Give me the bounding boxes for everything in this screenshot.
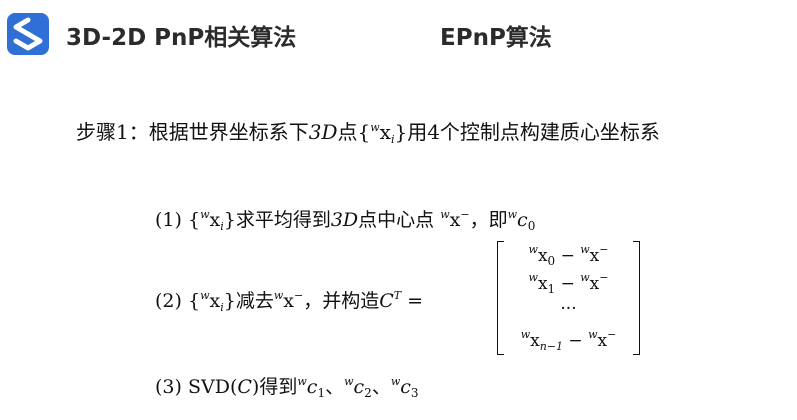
item-text: 得到 (259, 376, 298, 398)
math-sup-w: w (297, 375, 307, 388)
math-minus: − (560, 246, 575, 266)
math-sub: 0 (527, 219, 536, 233)
math-brace: } (394, 120, 408, 144)
math-sup-w: w (344, 375, 354, 388)
math-C: C (379, 290, 394, 312)
logo-icon (7, 13, 49, 55)
item-2: (2) {wxi}减去wx−，并构造CT = (155, 286, 423, 314)
math-minus: − (568, 331, 583, 351)
math-bar: − (607, 328, 617, 341)
step-text: 点 (337, 120, 358, 144)
separator: 、 (371, 376, 391, 398)
item-3: (3) SVD(C)得到wc1、wc2、wc3 (155, 372, 419, 400)
math-brace: } (223, 290, 236, 312)
math-equals: = (407, 290, 424, 312)
math-paren: ) (251, 376, 260, 398)
math-sup-w: w (390, 375, 401, 388)
matrix-row: wx1 − wx− (498, 271, 639, 296)
math-x: x (537, 246, 548, 266)
item-text: ，即 (469, 209, 508, 231)
item-text: 求平均得到 (235, 209, 331, 231)
math-sup-T: T (393, 289, 402, 302)
math-C: C (237, 376, 252, 398)
math-x: x (283, 290, 294, 312)
math-sup-w: w (520, 328, 531, 341)
math-sub: n−1 (539, 340, 564, 353)
matrix-row: ··· (560, 299, 577, 319)
math-sup-w: w (440, 208, 450, 221)
separator: 、 (325, 376, 345, 398)
math-x: x (449, 209, 461, 231)
item-text: ，并构造 (303, 290, 380, 312)
math-brace: { (187, 290, 201, 312)
math-3d: 3D (308, 120, 338, 144)
math-c: c (306, 376, 318, 398)
math-sup-w: w (200, 208, 210, 221)
math-x: x (379, 120, 391, 144)
math-x: x (589, 246, 600, 266)
math-sub-i: i (220, 220, 224, 233)
matrix: wx0 − wx− wx1 − wx− ··· wxn−1 − wx− (497, 241, 640, 355)
item-1: (1) {wxi}求平均得到3D点中心点 wx−，即wc0 (155, 205, 535, 233)
step-text: 用4个控制点构建质心坐标系 (407, 120, 660, 144)
math-sup-w: w (528, 271, 538, 284)
math-paren: ( (229, 376, 238, 398)
math-sup-w: w (200, 289, 210, 302)
math-sub-i: i (220, 301, 224, 314)
math-bar: − (293, 289, 304, 302)
math-sub-i: i (390, 133, 395, 146)
math-sup-w: w (580, 243, 590, 256)
step-label: 步骤1： (76, 120, 149, 144)
item-number: (2) (155, 290, 182, 312)
section-title: EPnP算法 (440, 25, 552, 51)
math-bar: − (599, 243, 609, 256)
math-sup-w: w (588, 328, 598, 341)
math-sup-w: w (370, 121, 380, 134)
math-brace: { (357, 120, 371, 144)
math-x: x (589, 274, 600, 294)
math-c: c (400, 376, 411, 398)
step1-text: 步骤1：根据世界坐标系下3D点{wxi}用4个控制点构建质心坐标系 (76, 116, 660, 146)
math-sup-w: w (580, 271, 590, 284)
math-minus: − (560, 274, 575, 294)
math-c: c (517, 209, 528, 231)
item-number: (3) (155, 376, 182, 398)
math-x: x (209, 209, 221, 231)
item-number: (1) (155, 209, 182, 231)
math-x: x (209, 290, 221, 312)
math-x: x (530, 331, 540, 351)
math-svd: SVD (187, 376, 230, 398)
math-brace: } (223, 209, 236, 231)
math-x: x (537, 274, 548, 294)
math-bar: − (460, 208, 470, 221)
header-title: 3D-2D PnP相关算法 (66, 25, 297, 51)
math-sub: 1 (547, 282, 556, 296)
step-text: 根据世界坐标系下 (148, 120, 309, 144)
math-sup-w: w (507, 208, 518, 221)
math-x: x (597, 331, 608, 351)
math-3d: 3D (330, 209, 359, 231)
matrix-row: wx0 − wx− (498, 243, 639, 268)
matrix-row: wxn−1 − wx− (498, 328, 639, 353)
item-text: 减去 (235, 290, 274, 312)
math-bar: − (599, 271, 609, 284)
item-text: 点中心点 (358, 209, 435, 231)
math-c: c (353, 376, 365, 398)
math-brace: { (187, 209, 201, 231)
math-sup-w: w (528, 243, 538, 256)
math-sub: 0 (547, 254, 556, 268)
math-sup-w: w (273, 289, 284, 302)
math-sub: 2 (364, 386, 372, 400)
math-sub: 3 (410, 386, 419, 400)
math-sub: 1 (317, 386, 326, 400)
